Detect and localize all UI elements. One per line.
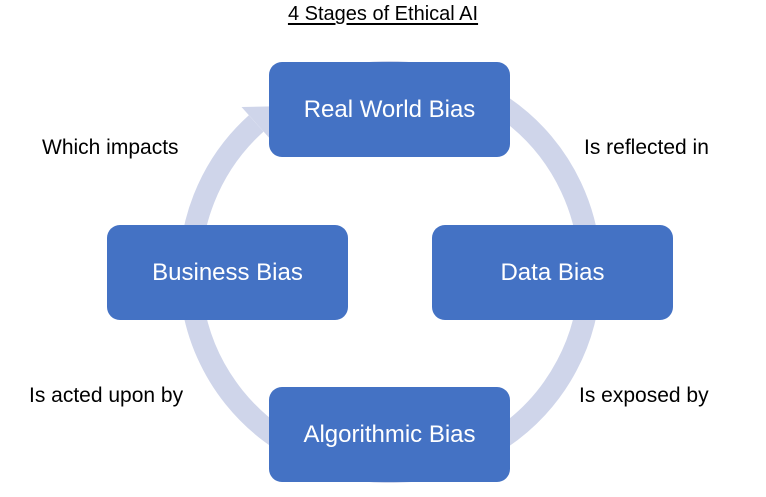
transition-label-exposed: Is exposed by <box>579 384 709 407</box>
stage-box-business-bias: Business Bias <box>107 225 348 320</box>
stage-label: Data Bias <box>500 258 605 286</box>
stage-label: Algorithmic Bias <box>303 420 476 448</box>
stage-label: Real World Bias <box>303 95 476 123</box>
transition-label-acted-upon: Is acted upon by <box>29 384 184 407</box>
transition-label-impacts: Which impacts <box>42 136 179 159</box>
transition-label-reflected: Is reflected in <box>584 136 709 159</box>
stage-box-algorithmic-bias: Algorithmic Bias <box>269 387 510 482</box>
stage-box-data-bias: Data Bias <box>432 225 673 320</box>
diagram-title: 4 Stages of Ethical AI <box>287 3 479 25</box>
stage-label: Business Bias <box>152 258 303 286</box>
stage-box-real-world-bias: Real World Bias <box>269 62 510 157</box>
